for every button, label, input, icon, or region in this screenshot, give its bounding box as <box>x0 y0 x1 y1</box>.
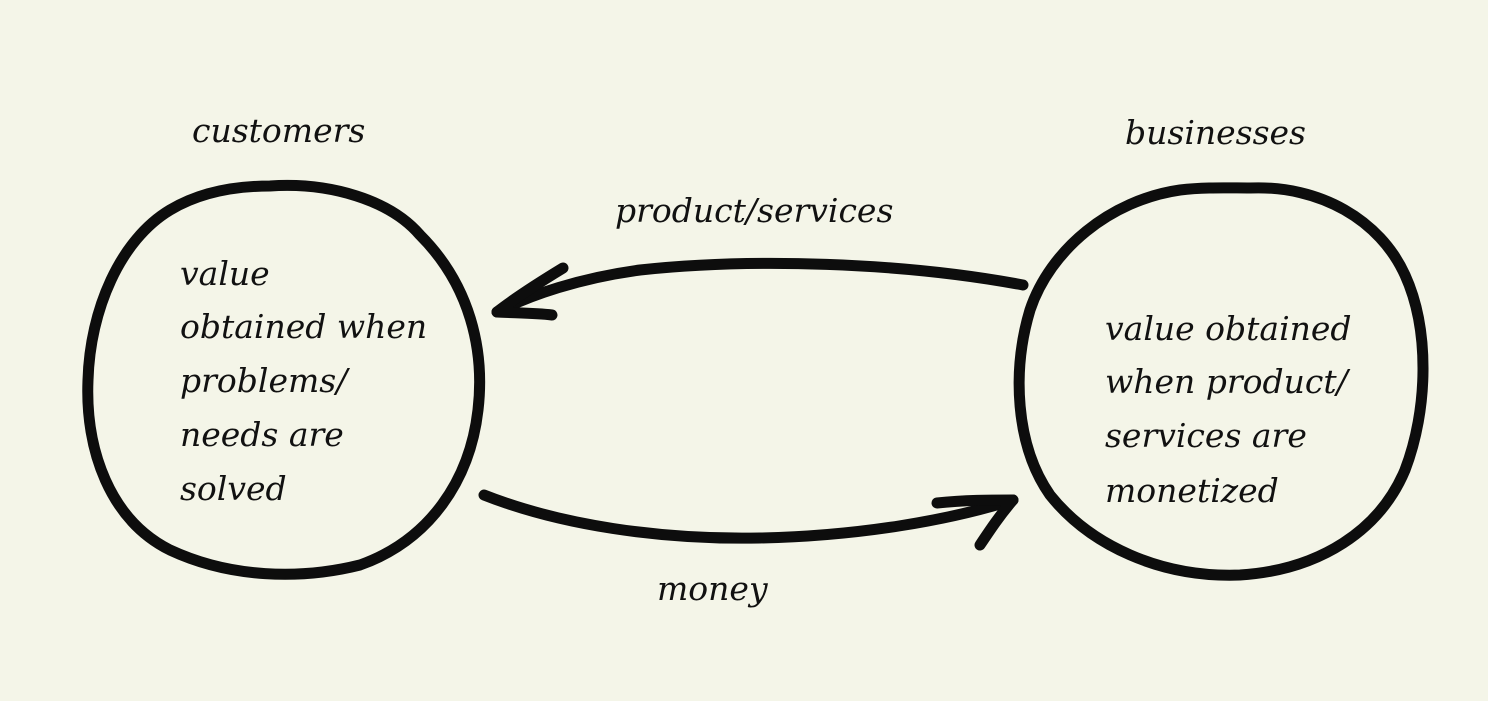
businesses-line-2: when product/ <box>1105 362 1351 401</box>
money-label: money <box>657 569 768 608</box>
customers-line-4: needs are <box>180 415 344 454</box>
product-services-arrowhead <box>491 262 569 321</box>
money-arrow-line <box>478 489 1019 544</box>
product-services-arrow: product/services <box>491 191 1029 321</box>
businesses-circle <box>1013 182 1429 581</box>
businesses-node: businesses value obtained when product/ … <box>1013 113 1429 581</box>
customers-line-5: solved <box>180 469 287 508</box>
customers-line-1: value <box>180 254 270 293</box>
customers-circle <box>82 179 486 580</box>
customers-line-2: obtained when <box>180 307 427 346</box>
customers-line-3: problems/ <box>180 361 350 400</box>
product-services-label: product/services <box>615 191 893 230</box>
businesses-line-1: value obtained <box>1105 309 1352 348</box>
product-services-arrow-line <box>491 257 1029 318</box>
customers-node: customers value obtained when problems/ … <box>82 111 486 580</box>
businesses-title: businesses <box>1125 113 1306 152</box>
money-arrow: money <box>478 489 1019 608</box>
money-arrowhead <box>931 494 1019 551</box>
businesses-line-3: services are <box>1105 416 1307 455</box>
customers-title: customers <box>192 111 365 150</box>
businesses-line-4: monetized <box>1105 471 1279 510</box>
